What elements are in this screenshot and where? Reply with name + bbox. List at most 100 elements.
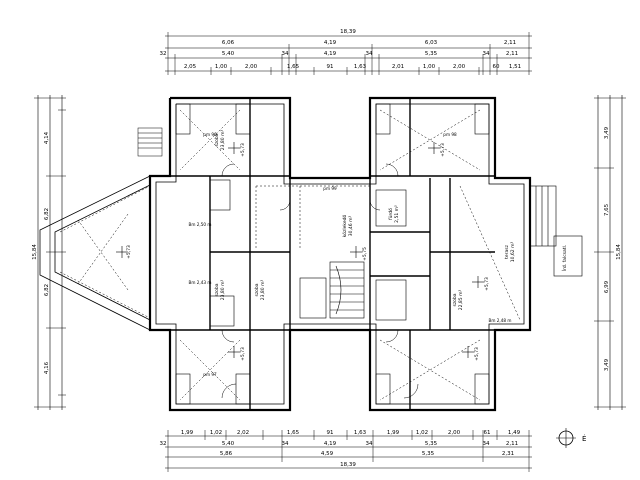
- roof-dashed-lines: [179, 109, 521, 401]
- dim-bot-r1-h: 1,02: [416, 430, 428, 436]
- dim-bot-total: 18,39: [340, 462, 356, 468]
- left-dimension-texts: 15,84 4,14 6,82 6,82 4,16: [32, 131, 50, 374]
- dim-top-r2-a: 32: [160, 51, 167, 57]
- room-area-br: 22,85 m²: [458, 290, 464, 311]
- door-swings: [221, 163, 419, 399]
- room-area-tl: 23,80 m²: [220, 130, 226, 151]
- dim-bot-r2-f: 5,35: [425, 441, 438, 447]
- dim-top-r2-g: 34: [483, 51, 490, 57]
- left-dimension-chains: [34, 95, 66, 410]
- room-name-ml: szoba: [214, 283, 220, 296]
- level-tr: +5,73: [440, 143, 446, 157]
- dim-bot-r1-k: 1,49: [508, 430, 521, 436]
- dim-bot-r1-g: 1,99: [387, 430, 400, 436]
- dim-bot-r3-a: 5,86: [220, 451, 233, 457]
- dim-top-r3-g: 2,01: [392, 64, 404, 70]
- annotations: Bm 2,50 m pm 99 pm 96 pm 97 pm 98 Bm 2,4…: [188, 132, 511, 377]
- dim-bot-r3-b: 4,59: [321, 451, 334, 457]
- dim-top-total: 18,39: [340, 29, 356, 35]
- dim-top-r3-e: 91: [327, 64, 334, 70]
- room-name-bl: szoba: [254, 283, 260, 296]
- dim-top-r3-a: 2,05: [184, 64, 197, 70]
- note-bm-mid: Bm 2,43 m: [188, 280, 211, 285]
- dim-top-r1-c: 6,03: [425, 40, 438, 46]
- dim-top-r1-d: 2,11: [504, 40, 516, 46]
- dim-top-r1-b: 4,19: [324, 40, 337, 46]
- dim-top-r2-c: 34: [282, 51, 289, 57]
- dim-bot-r2-g: 34: [483, 441, 490, 447]
- dim-bot-r1-a: 1,99: [181, 430, 194, 436]
- bottom-dimension-chains: [165, 430, 532, 472]
- closets: [175, 103, 490, 405]
- right-dimension-texts: 15,84 3,49 7,65 6,99 3,49: [604, 126, 622, 371]
- dim-bot-r1-c: 2,02: [237, 430, 249, 436]
- bottom-dimension-texts: 1,99 1,02 2,02 1,65 91 1,63 1,99 1,02 2,…: [160, 430, 521, 468]
- level-bl: +5,73: [240, 347, 246, 361]
- dim-top-r1-a: 6,06: [222, 40, 235, 46]
- level-terrace: +5,73: [484, 277, 490, 291]
- dim-top-r3-i: 2,00: [453, 64, 466, 70]
- dim-left-total: 15,84: [32, 244, 38, 260]
- exterior-walls: [148, 96, 532, 412]
- level-br: +5,73: [474, 347, 480, 361]
- side-label: Írd. falcsatl.: [561, 245, 568, 271]
- dim-bot-r3-c: 5,35: [422, 451, 435, 457]
- note-pm98: pm 98: [443, 132, 457, 137]
- dim-top-r2-b: 5,40: [222, 51, 235, 57]
- room-area-bath: 2,51 m²: [394, 205, 400, 223]
- note-pm99: pm 99: [323, 186, 337, 191]
- north-label: É: [582, 434, 586, 443]
- dim-top-r3-f: 1,63: [354, 64, 367, 70]
- note-pm97: pm 97: [203, 372, 217, 377]
- dim-bot-r1-b: 1,02: [210, 430, 222, 436]
- room-area-terrace: 10,62 m²: [510, 242, 516, 263]
- dim-bot-r1-f: 1,63: [354, 430, 367, 436]
- dim-top-r3-k: 1,51: [509, 64, 521, 70]
- top-dimension-texts: 18,39 6,06 4,19 6,03 2,11 32 5,40 34 4,1…: [160, 29, 522, 70]
- room-area-ml: 23,80 m²: [220, 280, 226, 301]
- dim-bot-r2-a: 32: [160, 441, 167, 447]
- level-markers: [116, 142, 484, 358]
- dim-top-r3-j: 60: [493, 64, 500, 70]
- level-values: +5,73 +5,73 +5,73 +5,73 +5,73 +5,75 +5,7…: [126, 143, 490, 361]
- room-name-hall: közlekedő: [342, 215, 348, 238]
- note-bm-left: Bm 2,50 m: [188, 222, 211, 227]
- dim-bot-r2-h: 2,11: [506, 441, 518, 447]
- dim-left-c: 6,82: [44, 284, 50, 296]
- dim-bot-r1-j: 61: [484, 430, 491, 436]
- dim-top-r3-h: 1,00: [423, 64, 436, 70]
- dim-bot-r2-e: 34: [366, 441, 373, 447]
- level-tl: +5,73: [240, 143, 246, 157]
- dim-bot-r2-b: 5,40: [222, 441, 235, 447]
- dim-bot-r2-c: 34: [282, 441, 289, 447]
- dim-right-c: 6,99: [604, 280, 610, 293]
- room-area-hall: 30,46 m²: [348, 216, 354, 237]
- right-dimension-chains: [594, 95, 626, 410]
- room-labels: szoba 23,80 m² szoba 23,80 m² szoba 23,8…: [214, 130, 516, 311]
- room-name-br: szoba: [452, 293, 458, 306]
- dim-left-b: 6,82: [44, 208, 50, 220]
- dim-top-r2-h: 2,11: [506, 51, 518, 57]
- room-area-bl: 23,80 m²: [260, 280, 266, 301]
- dim-right-a: 3,49: [604, 126, 610, 139]
- dim-top-r2-e: 34: [366, 51, 373, 57]
- dim-bot-r1-i: 2,00: [448, 430, 461, 436]
- dim-top-r2-f: 5,35: [425, 51, 438, 57]
- dim-bot-r1-e: 91: [327, 430, 334, 436]
- top-dimension-chains: [165, 32, 532, 75]
- dim-bot-r3-d: 2,31: [502, 451, 514, 457]
- level-center: +5,75: [362, 247, 368, 261]
- room-name-terrace: terasz: [504, 244, 510, 258]
- level-left-bay: +5,73: [126, 245, 132, 259]
- dim-right-b: 7,65: [604, 203, 610, 216]
- dim-top-r3-b: 1,00: [215, 64, 228, 70]
- dim-top-r3-d: 1,65: [287, 64, 300, 70]
- room-name-bath: fürdő: [388, 208, 394, 220]
- exterior-walls-inner: [155, 103, 525, 405]
- north-arrow: É: [556, 428, 586, 448]
- note-bm-right: Bm 2,48 m: [488, 318, 511, 323]
- left-stair-small: [137, 127, 163, 157]
- dim-top-r3-c: 2,00: [245, 64, 258, 70]
- dim-left-a: 4,14: [44, 131, 50, 144]
